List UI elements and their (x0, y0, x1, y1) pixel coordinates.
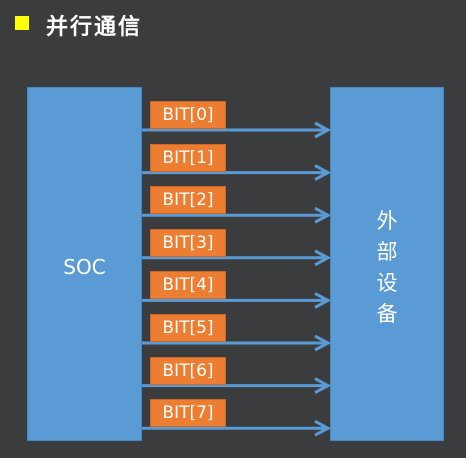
device-label-char: 外 (376, 209, 398, 233)
bit-label-2: BIT[2] (150, 186, 226, 215)
soc-block: SOC (27, 87, 142, 441)
external-device-block: 外 部 设 备 (330, 87, 444, 441)
bit-label-1: BIT[1] (150, 143, 226, 172)
device-label-char: 设 (376, 271, 398, 295)
title-marker (15, 16, 29, 30)
bit-arrowhead-1 (314, 164, 332, 181)
bit-label-0: BIT[0] (150, 101, 226, 129)
bit-arrowhead-5 (314, 334, 332, 352)
bit-arrowhead-3 (314, 249, 332, 267)
bit-label-4: BIT[4] (150, 271, 226, 300)
page-title: 并行通信 (46, 15, 143, 40)
bit-label-5: BIT[5] (150, 314, 226, 342)
bit-arrowhead-0 (314, 121, 332, 139)
bit-label-3: BIT[3] (150, 228, 226, 257)
bit-arrowhead-6 (314, 377, 332, 394)
bit-label-7: BIT[7] (150, 399, 226, 428)
bit-label-6: BIT[6] (150, 356, 226, 385)
soc-label: SOC (63, 255, 106, 279)
external-device-label: 外 部 设 备 (331, 206, 443, 330)
bit-arrowhead-4 (314, 292, 332, 309)
device-label-char: 部 (376, 240, 398, 264)
bit-arrowhead-7 (314, 419, 332, 437)
device-label-char: 备 (376, 302, 398, 326)
bit-arrowhead-2 (314, 206, 332, 224)
